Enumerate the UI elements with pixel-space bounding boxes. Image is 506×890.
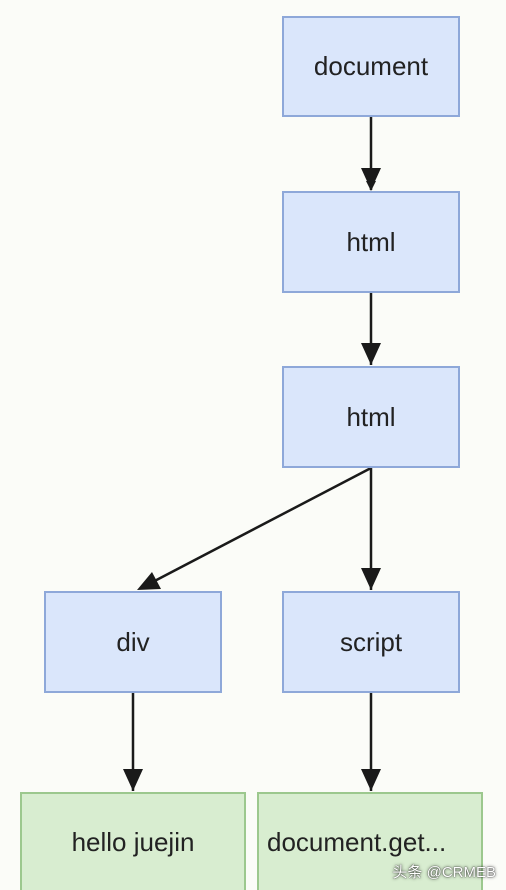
edge-html-to-script-head xyxy=(361,568,381,590)
node-html-root: html xyxy=(282,191,460,293)
text-node-script-content-label: document.get... xyxy=(267,826,447,857)
edge-html-to-div-head xyxy=(137,572,161,590)
node-script: script xyxy=(282,591,460,693)
node-script-label: script xyxy=(339,626,403,657)
edge-document-to-html-head xyxy=(361,168,381,190)
edge-script-to-docget-head xyxy=(361,769,381,791)
node-html-child-label: html xyxy=(346,401,396,432)
node-document: document xyxy=(282,16,460,117)
node-div-label: div xyxy=(116,626,150,657)
watermark: 头条 @CRMEB xyxy=(392,864,496,881)
node-html-root-label: html xyxy=(346,226,396,257)
edge-html-to-html-head xyxy=(361,343,381,365)
text-node-hello-label: hello juejin xyxy=(71,826,195,857)
node-document-label: document xyxy=(313,51,429,81)
text-node-hello: hello juejin xyxy=(20,792,246,890)
node-div: div xyxy=(44,591,222,693)
edge-div-to-hello-head xyxy=(123,769,143,791)
node-html-child: html xyxy=(282,366,460,468)
text-node-script-content: document.get... xyxy=(257,792,483,890)
edge-html-to-div xyxy=(144,466,372,588)
